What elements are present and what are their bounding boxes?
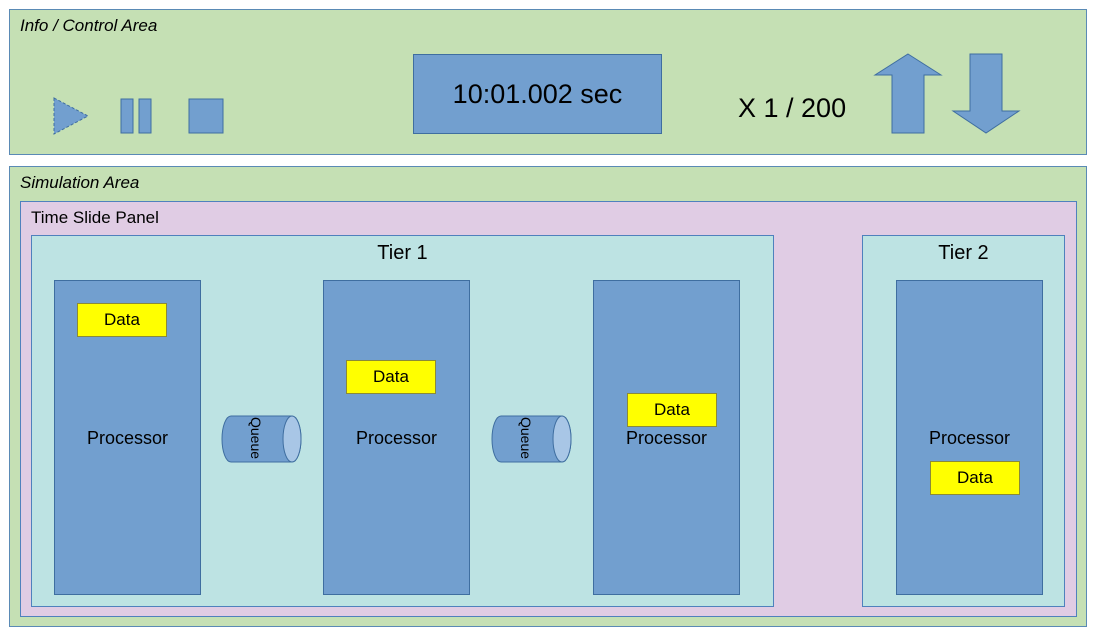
processor-label: Processor bbox=[928, 428, 1011, 448]
pause-button[interactable] bbox=[120, 98, 154, 134]
processor-label: Processor bbox=[86, 428, 169, 448]
tier-2-title: Tier 2 bbox=[938, 242, 989, 264]
info-control-area: Info / Control Area 10:01.002 sec X 1 / … bbox=[9, 9, 1087, 155]
simulation-area-label: Simulation Area bbox=[20, 173, 140, 192]
pause-icon bbox=[120, 98, 152, 134]
processor-label: Processor bbox=[355, 428, 438, 448]
play-button[interactable] bbox=[52, 97, 92, 135]
processor-label: Processor bbox=[625, 428, 708, 448]
speed-down-arrow-icon bbox=[951, 53, 1021, 134]
time-slide-panel-label: Time Slide Panel bbox=[31, 208, 159, 227]
data-packet: Data bbox=[77, 303, 167, 337]
data-packet: Data bbox=[627, 393, 717, 427]
queue-cylinder-icon bbox=[221, 415, 302, 463]
simulation-clock: 10:01.002 sec bbox=[413, 54, 662, 134]
stop-button[interactable] bbox=[188, 98, 224, 134]
time-slide-panel: Time Slide Panel Tier 1 Processor Data Q… bbox=[20, 201, 1077, 617]
info-control-area-label: Info / Control Area bbox=[20, 16, 158, 35]
play-icon bbox=[53, 97, 90, 135]
tier-1-processor-1: Processor Data bbox=[54, 280, 201, 595]
tier-1-queue-2: Queue bbox=[491, 414, 573, 464]
speed-down-button[interactable] bbox=[951, 53, 1021, 135]
stop-icon bbox=[188, 98, 224, 134]
speed-up-arrow-icon bbox=[873, 53, 943, 134]
tier-1-title: Tier 1 bbox=[377, 242, 428, 264]
simulation-area: Simulation Area Time Slide Panel Tier 1 … bbox=[9, 166, 1087, 627]
data-packet: Data bbox=[346, 360, 436, 394]
queue-cylinder-icon bbox=[491, 415, 572, 463]
tier-1-processor-3: Processor Data bbox=[593, 280, 740, 595]
tier-1: Tier 1 Processor Data Queue Processor Da… bbox=[31, 235, 774, 607]
speed-ratio: X 1 / 200 bbox=[738, 93, 847, 123]
data-packet: Data bbox=[930, 461, 1020, 495]
queue-label: Queue bbox=[518, 417, 534, 460]
tier-1-processor-2: Processor Data bbox=[323, 280, 470, 595]
queue-label: Queue bbox=[248, 417, 264, 460]
speed-up-button[interactable] bbox=[873, 53, 943, 135]
tier-2: Tier 2 Processor Data bbox=[862, 235, 1065, 607]
tier-1-queue-1: Queue bbox=[221, 414, 303, 464]
tier-2-processor-1: Processor Data bbox=[896, 280, 1043, 595]
